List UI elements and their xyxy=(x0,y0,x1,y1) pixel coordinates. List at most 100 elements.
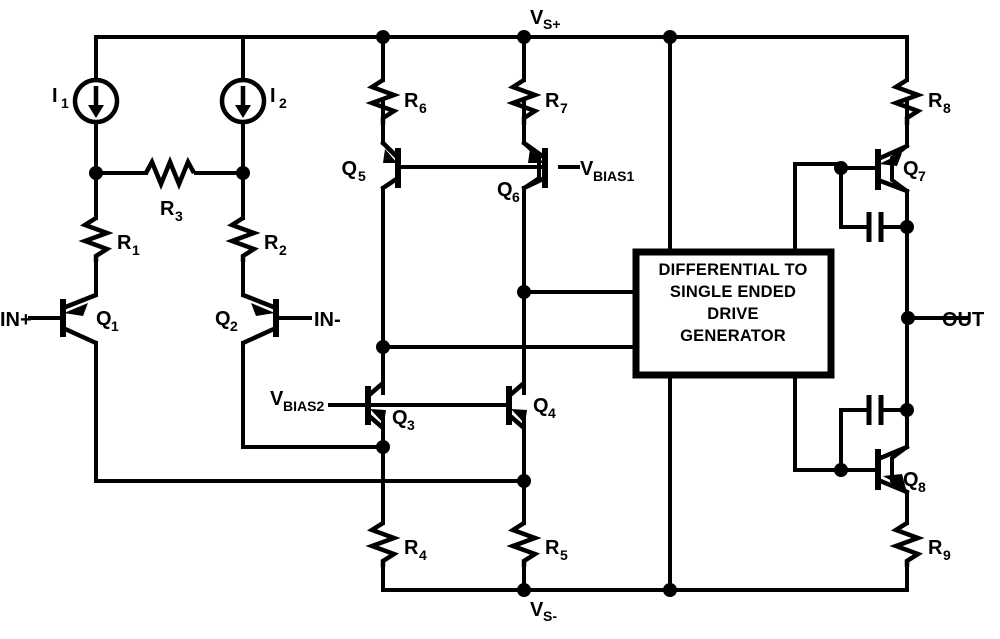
label-R2: R 2 xyxy=(264,232,287,258)
transistor-Q7 xyxy=(875,143,908,194)
transistor-Q1-emitter-arrow xyxy=(64,303,88,316)
junction-vsplus-box xyxy=(663,30,677,44)
label-R6-sub: 6 xyxy=(419,100,427,116)
label-I2-sub: 2 xyxy=(279,95,287,111)
label-vbias1: V BIAS1 xyxy=(580,158,634,184)
label-R4-sub: 4 xyxy=(419,547,427,563)
label-R5: R 5 xyxy=(545,537,568,563)
junction-q4-emitter-q1 xyxy=(517,474,531,488)
label-R1: R 1 xyxy=(117,232,140,258)
junction-vsplus-r6 xyxy=(376,30,390,44)
current-source-I2-arrow-head xyxy=(235,105,251,118)
label-R7: R 7 xyxy=(545,90,568,116)
transistor-Q8-collector-lead xyxy=(877,444,908,462)
transistor-Q5-collector-lead xyxy=(381,176,400,190)
label-vs-minus-sub: S- xyxy=(543,608,557,624)
junction-vsminus-r5 xyxy=(517,583,531,597)
label-Q1-sub: 1 xyxy=(111,318,119,334)
label-R3-sub: 3 xyxy=(175,208,183,224)
junction-vsminus-box xyxy=(663,583,677,597)
transistor-Q4 xyxy=(506,381,527,430)
transistor-Q3 xyxy=(365,381,386,430)
junction-q5-collector-box xyxy=(376,340,390,354)
junction-q3-emitter-q2 xyxy=(376,440,390,454)
label-Q4: Q 4 xyxy=(533,395,556,421)
transistor-Q1-collector-lead xyxy=(62,325,97,346)
transistor-Q2-emitter-arrow xyxy=(251,303,275,316)
label-vs-minus: V S- xyxy=(530,599,557,624)
label-out: OUT xyxy=(942,309,984,331)
junction-vsplus-r7 xyxy=(517,30,531,44)
junction-q7-base-cap xyxy=(834,161,848,175)
transistor-Q1 xyxy=(60,292,97,346)
transistor-Q3-emitter-arrow xyxy=(370,409,386,424)
label-vbias2-base: V xyxy=(270,388,284,410)
transistor-Q8-emitter-arrow xyxy=(883,474,906,489)
label-I2: I 2 xyxy=(270,85,287,111)
label-Q3-base: Q xyxy=(392,407,408,429)
label-in-minus: IN- xyxy=(314,309,341,331)
label-Q4-base: Q xyxy=(533,395,549,417)
label-R7-base: R xyxy=(545,90,560,112)
label-R9-base: R xyxy=(928,537,943,559)
label-in-plus: IN+ xyxy=(0,309,32,331)
label-vs-minus-base: V xyxy=(530,599,544,621)
label-Q6-sub: 6 xyxy=(512,189,520,205)
transistor-Q7-collector-lead xyxy=(877,177,908,194)
junction-out xyxy=(901,311,915,325)
junction-q6-collector-box xyxy=(517,285,531,299)
label-I2-base: I xyxy=(270,85,276,107)
label-R8-sub: 8 xyxy=(943,100,951,116)
box-line-2: SINGLE ENDED xyxy=(670,283,796,301)
label-R1-sub: 1 xyxy=(132,242,140,258)
label-vs-plus: V S+ xyxy=(530,7,561,32)
label-R3-base: R xyxy=(160,198,175,220)
transistor-Q4-emitter-lead xyxy=(507,413,526,430)
transistor-Q8-emitter-lead xyxy=(877,477,908,495)
transistor-Q3-emitter-lead xyxy=(366,413,385,430)
label-vs-plus-base: V xyxy=(530,7,544,29)
label-Q7: Q 7 xyxy=(903,158,926,184)
label-vbias2-sub: BIAS2 xyxy=(283,398,324,414)
label-Q1-base: Q xyxy=(96,308,112,330)
resistor-R3-symbol xyxy=(144,156,196,190)
transistor-Q8 xyxy=(875,444,908,495)
junction-dots-layer xyxy=(89,30,915,597)
resistor-tails xyxy=(381,123,909,148)
resistor-R7-symbol xyxy=(506,78,542,125)
resistor-R2-symbol xyxy=(225,216,261,262)
transistor-Q2 xyxy=(242,292,279,346)
resistor-R6-symbol xyxy=(365,78,401,125)
junction-i2-r3-r2 xyxy=(236,166,250,180)
transistor-Q6-emitter-lead xyxy=(522,141,547,160)
label-R4-base: R xyxy=(404,537,419,559)
label-Q8-base: Q xyxy=(903,469,919,491)
label-Q7-sub: 7 xyxy=(918,168,926,184)
label-I1-base: I xyxy=(52,85,58,107)
current-source-I1-arrow-head xyxy=(88,105,104,118)
transistor-Q6 xyxy=(522,141,548,191)
transistor-Q3-collector-lead xyxy=(366,381,385,398)
label-vs-plus-sub: S+ xyxy=(543,16,561,32)
label-Q3-sub: 3 xyxy=(407,417,415,433)
label-Q4-sub: 4 xyxy=(548,405,556,421)
label-R5-sub: 5 xyxy=(560,547,568,563)
transistor-Q2-collector-lead xyxy=(242,325,277,346)
label-Q1: Q 1 xyxy=(96,308,119,334)
junction-i1-r3-r1 xyxy=(89,166,103,180)
label-R9: R 9 xyxy=(928,537,951,563)
label-R8-base: R xyxy=(928,90,943,112)
label-R1-base: R xyxy=(117,232,132,254)
label-R8: R 8 xyxy=(928,90,951,116)
box-line-4: GENERATOR xyxy=(680,327,786,345)
label-R2-sub: 2 xyxy=(279,242,287,258)
transistor-Q4-collector-lead xyxy=(507,381,526,398)
label-Q6-base: Q xyxy=(497,179,513,201)
label-Q7-base: Q xyxy=(903,158,919,180)
transistor-Q4-emitter-arrow xyxy=(511,409,527,424)
resistor-R9-symbol xyxy=(889,521,925,567)
transistor-Q6-emitter-arrow xyxy=(528,149,544,163)
label-R7-sub: 7 xyxy=(560,100,568,116)
resistors-layer xyxy=(78,78,925,567)
